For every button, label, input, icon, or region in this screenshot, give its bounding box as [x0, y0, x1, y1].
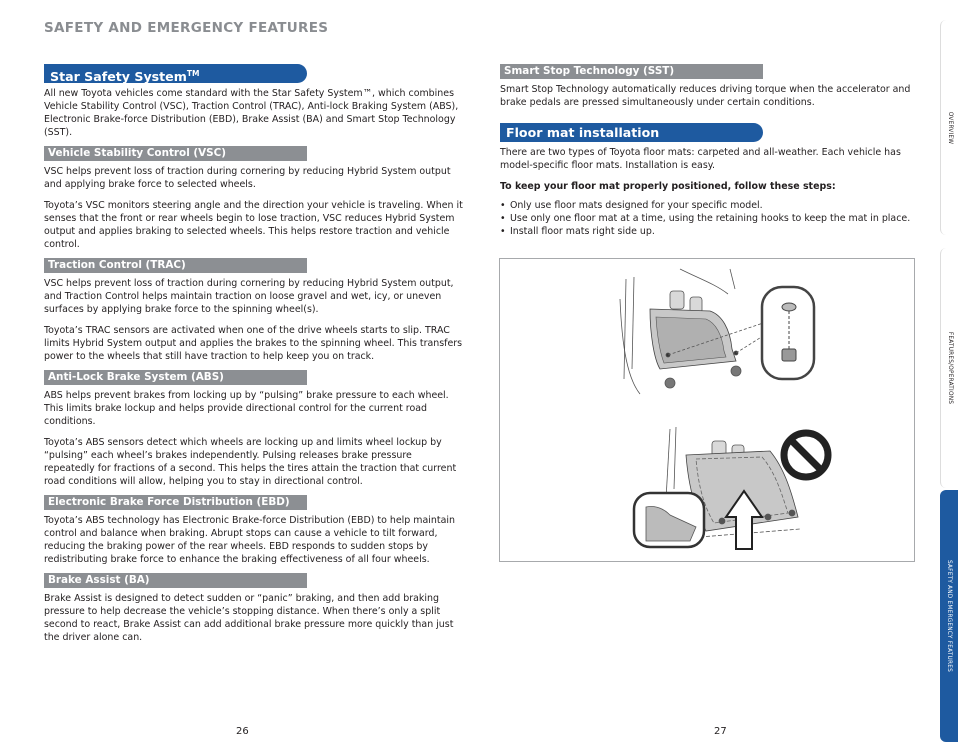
no-symbol-icon [780, 429, 832, 481]
trac-paragraph-2: Toyota’s TRAC sensors are activated when… [44, 325, 463, 362]
sst-paragraph-1: Smart Stop Technology automatically redu… [500, 84, 911, 108]
section-heading-floor-mat: Floor mat installation [500, 123, 763, 142]
mat-edge-detail [632, 491, 706, 549]
trademark-mark: TM [186, 69, 200, 78]
floor-mat-installation-illustration [619, 268, 832, 550]
vsc-paragraph-1: VSC helps prevent loss of traction durin… [44, 166, 451, 190]
right-column: Smart Stop Technology (SST) Smart Stop T… [500, 64, 918, 238]
vsc-paragraph-2: Toyota’s VSC monitors steering angle and… [44, 200, 463, 250]
section-heading-vsc: Vehicle Stability Control (VSC) [44, 146, 307, 161]
page-header: SAFETY AND EMERGENCY FEATURES [44, 20, 329, 36]
floor-mat-steps-list: Only use floor mats designed for your sp… [500, 199, 918, 238]
trac-paragraph-1: VSC helps prevent loss of traction durin… [44, 278, 454, 315]
ebd-paragraph-1: Toyota’s ABS technology has Electronic B… [44, 515, 455, 565]
side-tab-safety-emergency[interactable]: SAFETY AND EMERGENCY FEATURES [940, 490, 958, 742]
side-tab-safety-label: SAFETY AND EMERGENCY FEATURES [946, 560, 952, 672]
side-tab-features-label: FEATURES/OPERATIONS [947, 331, 953, 405]
side-tab-overview[interactable]: OVERVIEW [940, 20, 959, 235]
abs-paragraph-2: Toyota’s ABS sensors detect which wheels… [44, 437, 457, 487]
section-heading-ebd: Electronic Brake Force Distribution (EBD… [44, 495, 307, 510]
star-safety-heading-text: Star Safety System [50, 69, 187, 85]
side-tab-overview-label: OVERVIEW [947, 111, 953, 144]
section-heading-ba: Brake Assist (BA) [44, 573, 307, 588]
section-heading-star-safety: Star Safety SystemTM [44, 64, 307, 85]
up-arrow-icon [724, 489, 764, 550]
floor-mat-steps-title: To keep your floor mat properly position… [500, 181, 836, 192]
abs-paragraph-1: ABS helps prevent brakes from locking up… [44, 390, 449, 427]
retaining-hook-detail [760, 285, 816, 381]
list-item: Use only one floor mat at a time, using … [500, 212, 918, 225]
side-tab-features-operations[interactable]: FEATURES/OPERATIONS [940, 248, 959, 488]
floor-mat-illustration-frame [499, 258, 915, 562]
section-side-tabs: OVERVIEW FEATURES/OPERATIONS SAFETY AND … [940, 0, 960, 742]
list-item: Only use floor mats designed for your sp… [500, 199, 918, 212]
list-item: Install floor mats right side up. [500, 225, 918, 238]
page-number-right: 27 [714, 726, 727, 737]
star-safety-body: All new Toyota vehicles come standard wi… [44, 88, 459, 138]
section-heading-trac: Traction Control (TRAC) [44, 258, 307, 273]
left-column: Star Safety SystemTM All new Toyota vehi… [44, 64, 464, 644]
page-number-left: 26 [236, 726, 249, 737]
section-heading-sst: Smart Stop Technology (SST) [500, 64, 763, 79]
ba-paragraph-1: Brake Assist is designed to detect sudde… [44, 593, 454, 643]
floor-mat-paragraph-1: There are two types of Toyota floor mats… [500, 147, 901, 171]
section-heading-abs: Anti-Lock Brake System (ABS) [44, 370, 307, 385]
